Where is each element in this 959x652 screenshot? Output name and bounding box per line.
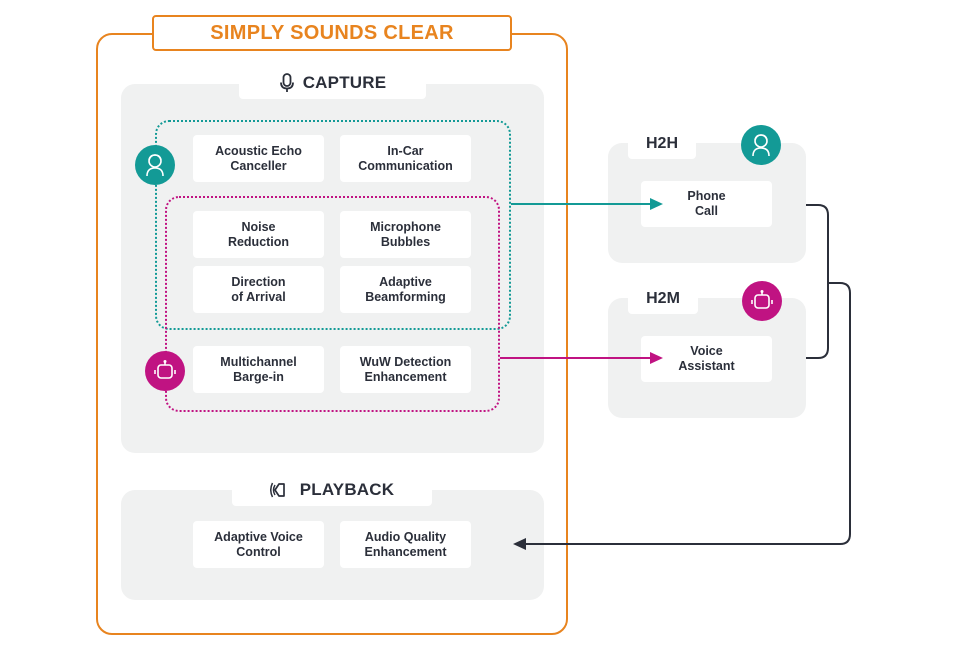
return-line <box>524 282 851 545</box>
h2m-group-outline <box>165 196 500 412</box>
card-in-car-communication: In-Car Communication <box>340 135 471 182</box>
card-wuw-detection-enhancement: WuW Detection Enhancement <box>340 346 471 393</box>
card-noise-reduction: Noise Reduction <box>193 211 324 258</box>
card-acoustic-echo-canceller: Acoustic Echo Canceller <box>193 135 324 182</box>
playback-label-text: PLAYBACK <box>299 480 395 499</box>
playback-label: PLAYBACK <box>232 474 432 506</box>
page-title: SIMPLY SOUNDS CLEAR <box>152 15 512 51</box>
card-voice-assistant: Voice Assistant <box>641 336 772 382</box>
capture-panel <box>121 84 544 453</box>
card-microphone-bubbles: Microphone Bubbles <box>340 211 471 258</box>
card-multichannel-barge-in: Multichannel Barge-in <box>193 346 324 393</box>
teal-arrowhead <box>650 198 663 210</box>
h2h-label: H2H <box>628 129 696 159</box>
capture-label: CAPTURE <box>239 67 426 99</box>
microphone-icon <box>279 73 295 93</box>
capture-label-text: CAPTURE <box>302 73 387 92</box>
person-icon <box>741 125 781 165</box>
card-adaptive-voice-control: Adaptive Voice Control <box>193 521 324 568</box>
card-direction-of-arrival: Direction of Arrival <box>193 266 324 313</box>
return-arrowhead <box>513 538 526 550</box>
speaker-icon <box>269 480 292 500</box>
h2h-group-outline <box>155 120 511 330</box>
card-audio-quality-enhancement: Audio Quality Enhancement <box>340 521 471 568</box>
person-icon <box>135 145 175 185</box>
magenta-arrowhead <box>650 352 663 364</box>
robot-icon <box>145 351 185 391</box>
h2m-label: H2M <box>628 284 698 314</box>
robot-icon <box>742 281 782 321</box>
h2h-h2m-bracket <box>806 204 829 359</box>
card-adaptive-beamforming: Adaptive Beamforming <box>340 266 471 313</box>
playback-panel <box>121 490 544 600</box>
